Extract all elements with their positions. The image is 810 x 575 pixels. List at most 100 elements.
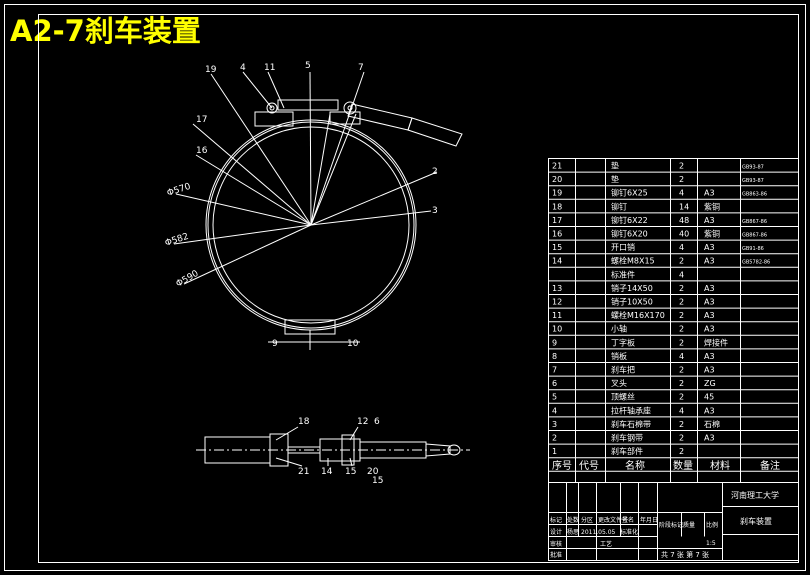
bom-cell-qty: 2 <box>679 338 684 347</box>
callout-15b: 15 <box>372 476 383 486</box>
band-inner-circle <box>205 119 417 331</box>
bom-cell-mat: A3 <box>704 325 715 334</box>
dim-582: Φ582 <box>164 232 190 249</box>
bom-cell-no: 8 <box>552 352 557 361</box>
bom-cell-no: 9 <box>552 338 557 347</box>
bom-cell-qty: 48 <box>679 216 689 225</box>
bom-cell-name: 销子14X50 <box>611 283 653 293</box>
callout-6: 6 <box>374 417 380 427</box>
tb-stage: 阶段标记 <box>659 521 683 529</box>
bom-cell-note: GB93-87 <box>742 178 764 184</box>
bom-cell-no: 4 <box>552 406 557 415</box>
bom-cell-mat: ZG <box>704 379 716 388</box>
bom-cell-name: 顶螺丝 <box>611 392 635 402</box>
bom-cell-qty: 14 <box>679 202 689 211</box>
bom-cell-qty: 2 <box>679 257 684 266</box>
bom-cell-qty: 2 <box>679 447 684 456</box>
bom-cell-no: 15 <box>552 243 562 252</box>
callout-4: 4 <box>240 63 246 73</box>
drawing-title: A2-7刹车装置 <box>10 14 201 48</box>
bom-cell-name: 刹车把 <box>611 365 635 375</box>
band-outer-circle <box>212 126 410 324</box>
callout-2: 2 <box>432 167 438 177</box>
bom-cell-name: 铆钉6X25 <box>611 188 648 198</box>
callout-20: 20 <box>367 467 379 477</box>
tb-drawing-name: 刹车装置 <box>740 516 772 526</box>
bom-cell-name: 铆钉6X20 <box>611 229 648 239</box>
left-pin <box>266 102 278 114</box>
callout-10: 10 <box>347 339 359 349</box>
bom-cell-note: GB5782-86 <box>742 260 770 266</box>
bom-cell-note: GB91-86 <box>742 246 764 252</box>
bom-header-note: 备注 <box>760 459 780 472</box>
brake-handle <box>407 117 463 147</box>
bom-cell-no: 11 <box>552 311 562 320</box>
callout-21: 21 <box>298 467 309 477</box>
bom-header-no: 序号 <box>552 459 572 472</box>
bom-cell-name: 叉头 <box>611 378 627 388</box>
tb-process: 工艺 <box>600 540 612 548</box>
callout-7: 7 <box>358 63 364 73</box>
callout-18: 18 <box>298 417 310 427</box>
callout-11: 11 <box>264 63 275 73</box>
bom-cell-no: 7 <box>552 366 557 375</box>
bom-header-mat: 材料 <box>710 459 730 472</box>
tb-school: 河南理工大学 <box>731 490 779 500</box>
tb-sheets: 共 7 张 第 7 张 <box>661 550 709 559</box>
tb-scale-val: 1:5 <box>706 540 716 547</box>
tb-approve: 批准 <box>550 551 562 559</box>
bom-cell-qty: 2 <box>679 420 684 429</box>
bom-cell-qty: 2 <box>679 325 684 334</box>
tb-count: 处数 <box>567 516 579 524</box>
sheet-inner-border <box>38 14 799 563</box>
callout-17: 17 <box>196 115 207 125</box>
bom-cell-mat: A3 <box>704 298 715 307</box>
bom-cell-name: 销板 <box>611 351 627 361</box>
tb-scale: 比例 <box>706 521 718 529</box>
bom-cell-name: 小轴 <box>611 324 627 334</box>
bom-cell-qty: 2 <box>679 434 684 443</box>
bom-cell-name: 标准件 <box>611 269 635 279</box>
bom-cell-mat: 紫铜 <box>704 229 720 239</box>
callout-3: 3 <box>432 206 438 216</box>
bom-cell-note: GB863-86 <box>742 192 767 198</box>
bom-cell-qty: 2 <box>679 298 684 307</box>
bom-cell-mat: A3 <box>704 284 715 293</box>
tension-rod <box>277 99 339 111</box>
callout-12: 12 <box>357 417 368 427</box>
bom-cell-no: 10 <box>552 325 562 334</box>
dim-570: Φ570 <box>166 182 192 199</box>
lever-side-view <box>196 426 470 467</box>
bom-cell-mat: A3 <box>704 366 715 375</box>
bom-cell-no: 16 <box>552 230 562 239</box>
bom-cell-no: 13 <box>552 284 562 293</box>
bom-cell-mat: A3 <box>704 434 715 443</box>
bom-cell-qty: 4 <box>679 352 684 361</box>
bom-cell-qty: 4 <box>679 270 684 279</box>
bom-cell-mat: A3 <box>704 352 715 361</box>
bom-cell-no: 21 <box>552 162 562 171</box>
brake-band-view <box>173 71 463 350</box>
bom-cell-mat: A3 <box>704 216 715 225</box>
bom-cell-mat: 焊接件 <box>704 337 728 347</box>
callout-14: 14 <box>321 467 333 477</box>
bom-cell-qty: 2 <box>679 162 684 171</box>
bom-cell-qty: 40 <box>679 230 689 239</box>
bom-cell-no: 3 <box>552 420 557 429</box>
bom-cell-no: 14 <box>552 257 562 266</box>
bom-cell-qty: 4 <box>679 243 684 252</box>
bom-cell-note: GB867-86 <box>742 219 767 225</box>
bom-cell-qty: 4 <box>679 406 684 415</box>
bom-cell-qty: 2 <box>679 175 684 184</box>
bom-cell-note: GB93-87 <box>742 165 764 171</box>
bom-cell-qty: 2 <box>679 393 684 402</box>
bom-cell-mat: A3 <box>704 311 715 320</box>
tb-change-doc: 更改文件号 <box>598 516 628 524</box>
callout-16: 16 <box>196 146 208 156</box>
right-bearing-block <box>329 111 361 125</box>
bom-cell-name: 丁字板 <box>611 337 635 347</box>
tb-zone: 分区 <box>581 516 593 524</box>
bom-cell-no: 12 <box>552 298 562 307</box>
tb-mark: 标记 <box>550 516 562 524</box>
bom-cell-qty: 2 <box>679 366 684 375</box>
